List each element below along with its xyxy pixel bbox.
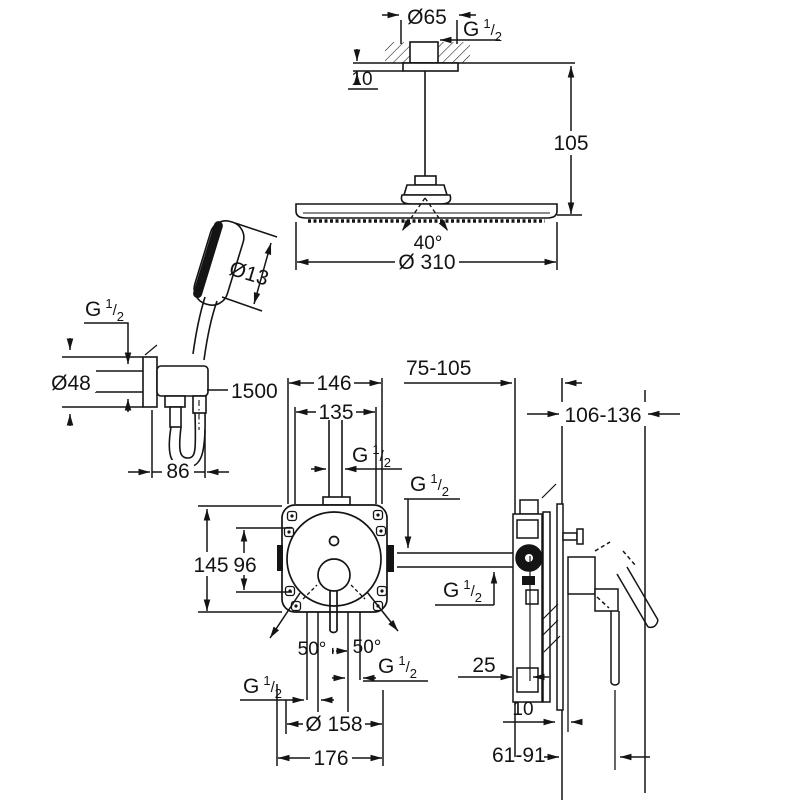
cartridge-circle — [317, 558, 351, 592]
dim-trim-depth: 106-136 — [527, 402, 680, 427]
dim-label-bg — [162, 460, 194, 481]
side-port-tab-left — [277, 545, 283, 571]
lever-handle-edge — [616, 573, 649, 628]
dim-label-spout-projection: 61-91 — [492, 744, 546, 767]
dim-label-inlet-offset: 25 — [472, 654, 495, 677]
dim-label-spray-angle: 40° — [414, 233, 443, 254]
dim-label-swivel-left: 50° — [298, 639, 327, 660]
ceiling-hatch-left — [385, 42, 410, 63]
hose-nipple — [169, 406, 182, 428]
dim-label-bg — [553, 131, 589, 155]
dim-label-head-diameter: Ø 310 — [398, 251, 455, 274]
dim-hose-length: 1500 — [207, 380, 278, 403]
dim-label-bg — [310, 746, 352, 769]
fixing-screw-head — [576, 528, 584, 545]
dim-label-port-height: 96 — [233, 554, 256, 577]
dim-label-ceiling-hole-diameter: Ø65 — [407, 6, 447, 29]
trim-sleeve — [567, 556, 596, 595]
dim-label-drop-height: 105 — [553, 132, 588, 155]
rough-in-box-front — [281, 504, 388, 634]
dim-label-bg — [395, 250, 459, 273]
holder-flange — [142, 356, 158, 408]
dim-label-hose-length: 1500 — [231, 380, 278, 403]
dim-label-spacing-outer: 146 — [316, 372, 351, 395]
shower-head-disc — [295, 203, 558, 219]
dim-label-handshower-diameter: Ø13 — [227, 257, 272, 291]
dim-ceiling-plate-height — [348, 49, 403, 90]
mounting-plate-inner — [542, 511, 551, 703]
ball-joint-cone — [402, 184, 449, 196]
dim-label-tile-gap: 10 — [512, 699, 533, 720]
dim-spout-projection: 61-91 — [492, 744, 650, 767]
hand-shower-head — [193, 220, 245, 306]
handle-grip-left — [192, 296, 206, 355]
dim-label-bg — [190, 552, 232, 576]
dim-label-bg — [48, 370, 96, 392]
spray-face — [193, 221, 223, 299]
holder-body — [156, 365, 209, 397]
dim-rough-in-depth: 75-105 — [404, 357, 582, 387]
dim-label-bg — [560, 402, 646, 426]
dim-label-bg — [347, 635, 387, 657]
dim-label-trim-diameter: Ø 158 — [305, 713, 362, 736]
dim-label-bg — [314, 372, 354, 394]
mounting-plate — [556, 503, 564, 711]
dim-label-bg — [232, 553, 258, 575]
dim-label-ceiling-plate-height: 10 — [351, 69, 372, 90]
dim-label-spacing-inner: 135 — [318, 401, 353, 424]
dim-label-box-height: 145 — [193, 554, 228, 577]
ceiling-mount — [353, 41, 575, 176]
dim-label-bg — [303, 712, 365, 735]
dim-label-trim-width: 176 — [313, 747, 348, 770]
ceiling-fitting-stub — [409, 41, 439, 64]
dim-label-trim-depth: 106-136 — [564, 404, 641, 427]
hand-shower — [95, 220, 245, 468]
valve-top-stub — [519, 499, 539, 515]
hose-union-nut — [164, 395, 186, 408]
side-view-valve — [512, 483, 659, 770]
pilot-hole — [328, 535, 340, 547]
handle-grip-right — [203, 300, 218, 361]
dim-holder-flange — [62, 338, 143, 426]
top-inlet-pipe — [322, 420, 351, 506]
dim-inlet-offset: 25 — [458, 654, 549, 681]
mixer-body-circle — [286, 511, 382, 607]
hose-inner — [178, 412, 197, 459]
dim-label-bg — [292, 637, 332, 659]
dim-handshower-diameter — [221, 222, 278, 312]
dim-spacing-outer — [287, 378, 383, 504]
lever-handle-tip — [647, 619, 659, 629]
dim-label-holder-flange: Ø48 — [51, 372, 91, 395]
dim-tile-gap: 10 — [503, 594, 583, 732]
side-inlet-pipe — [397, 552, 513, 568]
lever-handle-edge — [626, 566, 659, 621]
ceiling-hatch-right — [438, 42, 470, 63]
ceiling-escutcheon — [402, 62, 459, 72]
dim-label-rough-in-depth: 75-105 — [406, 357, 471, 380]
dim-label-holder-offset: 86 — [166, 460, 189, 483]
fixing-screw-pin — [562, 532, 578, 541]
head-shower — [295, 175, 558, 223]
dim-label-bg — [316, 401, 356, 423]
spout-block — [594, 588, 619, 612]
lever-stub — [329, 630, 338, 634]
ball-joint-nut — [414, 175, 437, 186]
side-port-tab-right — [387, 545, 394, 572]
bottom-ports — [306, 612, 361, 730]
